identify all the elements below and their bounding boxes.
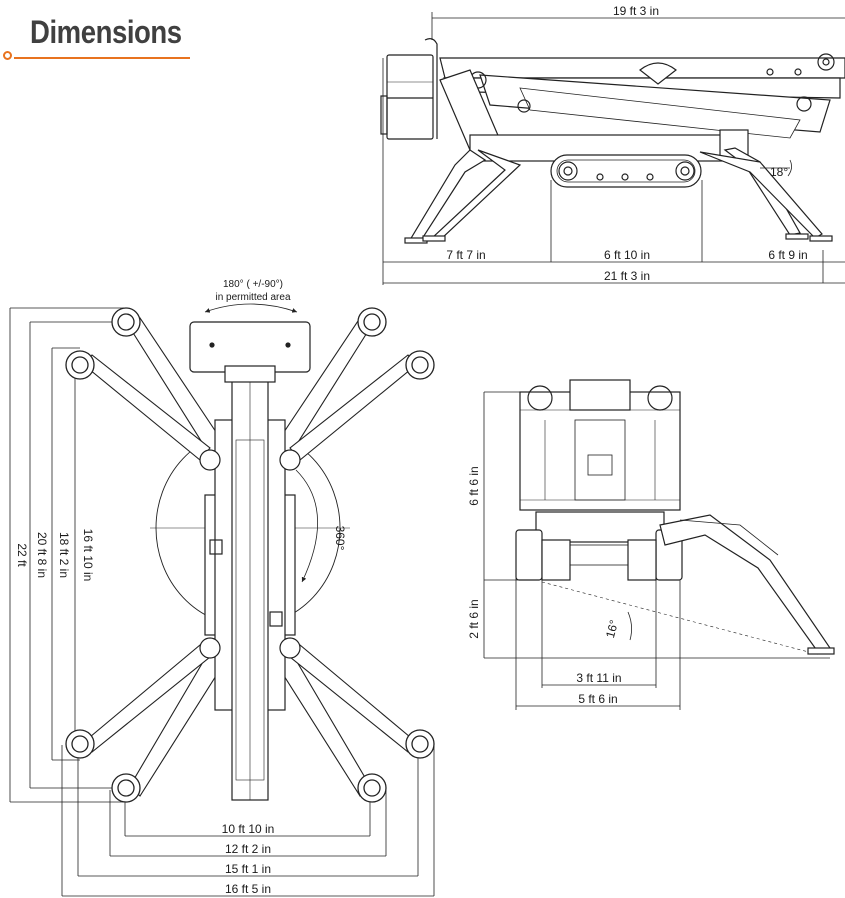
- page-title: Dimensions: [30, 14, 182, 50]
- dim-overall-boom: 19 ft 3 in: [613, 4, 659, 18]
- front-view-labels: 6 ft 6 in 2 ft 6 in 16° 3 ft 11 in 5 ft …: [467, 466, 622, 706]
- top-view-labels: 180° ( +/-90°) in permitted area 360° 22…: [15, 279, 347, 896]
- rotation-note-1: 180° ( +/-90°): [223, 279, 283, 290]
- side-view: [380, 12, 845, 285]
- dim-12ft2: 12 ft 2 in: [225, 842, 271, 856]
- dim-overall-length: 21 ft 3 in: [604, 269, 650, 283]
- dim-16ft10: 16 ft 10 in: [81, 529, 95, 582]
- title-bullet-icon: [3, 51, 12, 60]
- title-underline: [14, 57, 190, 59]
- dim-outrigger-angle: 18°: [770, 165, 788, 179]
- dim-height-base: 2 ft 6 in: [467, 599, 481, 638]
- side-view-labels: 19 ft 3 in 7 ft 7 in 6 ft 10 in 6 ft 9 i…: [446, 4, 807, 283]
- dim-slope-angle: 16°: [603, 618, 621, 639]
- dim-20ft8: 20 ft 8 in: [35, 532, 49, 578]
- dim-height-platform: 6 ft 6 in: [467, 466, 481, 505]
- rotation-note-2: in permitted area: [215, 292, 290, 303]
- dim-track-width: 3 ft 11 in: [576, 671, 621, 685]
- dim-overall-width: 5 ft 6 in: [578, 692, 617, 706]
- dim-15ft1: 15 ft 1 in: [225, 862, 271, 876]
- dim-10ft10: 10 ft 10 in: [222, 822, 275, 836]
- dim-front-outrigger: 7 ft 7 in: [446, 248, 485, 262]
- dim-22ft: 22 ft: [15, 543, 29, 567]
- top-view: [9, 303, 435, 897]
- dim-18ft2: 18 ft 2 in: [57, 532, 71, 578]
- dim-rear-outrigger: 6 ft 9 in: [768, 248, 807, 262]
- dim-16ft5: 16 ft 5 in: [225, 882, 271, 896]
- dim-track-length: 6 ft 10 in: [604, 248, 650, 262]
- rotation-360-label: 360°: [333, 526, 347, 551]
- front-view: [483, 379, 835, 710]
